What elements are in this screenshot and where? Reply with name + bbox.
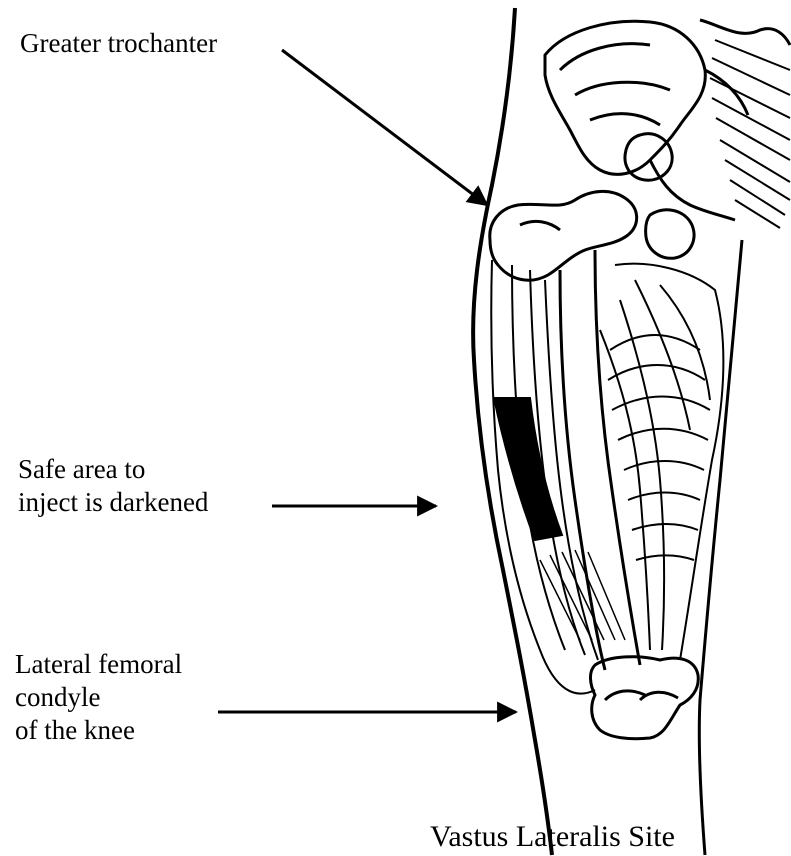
safe-area-label: Safe area to inject is darkened <box>18 453 208 519</box>
lower-muscle-hatching <box>540 550 625 640</box>
safe-area-text-line2: inject is darkened <box>18 486 208 519</box>
condyle-text-line2: condyle <box>15 681 182 714</box>
sacrum-hatching <box>710 40 790 228</box>
condyle-text-line3: of the knee <box>15 714 182 747</box>
leg-outline-right <box>699 240 742 855</box>
safe-area-text-line1: Safe area to <box>18 453 208 486</box>
knee-condyle <box>590 657 698 739</box>
caption-text: Vastus Lateralis Site <box>430 820 675 853</box>
greater-trochanter-text: Greater trochanter <box>20 28 217 58</box>
adductor-muscles <box>600 264 723 660</box>
greater-trochanter-label: Greater trochanter <box>20 27 217 60</box>
greater-trochanter-arrow <box>282 50 487 205</box>
condyle-text-line1: Lateral femoral <box>15 648 182 681</box>
figure-caption: Vastus Lateralis Site <box>430 820 675 853</box>
lateral-femoral-condyle-label: Lateral femoral condyle of the knee <box>15 648 182 747</box>
